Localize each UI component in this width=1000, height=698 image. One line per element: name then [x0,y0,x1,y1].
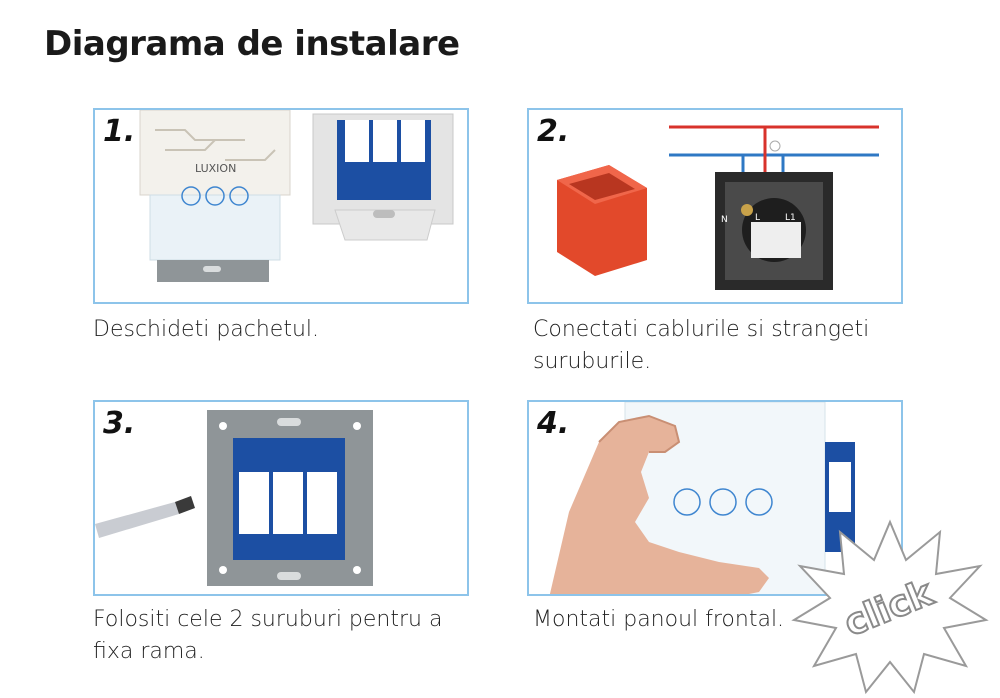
step-1-panel: 1. LUXION [93,108,469,304]
terminal-l-label: L [755,213,760,223]
step-3-illustration [95,410,373,586]
click-starburst-icon [791,519,989,695]
step-1-number: 1. [103,114,136,149]
step-4-number: 4. [537,406,570,441]
terminal-l1-label: L1 [785,213,796,223]
page-title: Diagrama de instalare [44,24,460,64]
step-2-panel: 2. N L L1 [527,108,903,304]
step-3-panel: 3. [93,400,469,596]
step-4-illustration [549,402,855,594]
step-4-panel: 4. [527,400,903,596]
step-3-number: 3. [103,406,136,441]
step-2-caption: Conectati cablurile si strangeti surubur… [533,317,870,374]
step-1-illustration: LUXION [139,110,454,282]
step-3-caption: Folositi cele 2 suruburi pentru a fixa r… [93,607,443,664]
step-4-caption: Montati panoul frontal. [533,607,785,632]
step-2-number: 2. [537,114,570,149]
terminal-n-label: N [721,215,728,225]
step-2-illustration: N L L1 [557,125,879,290]
step-1-caption: Deschideti pachetul. [93,317,320,342]
click-badge: click [790,516,990,696]
box-brand-text: LUXION [195,162,236,175]
